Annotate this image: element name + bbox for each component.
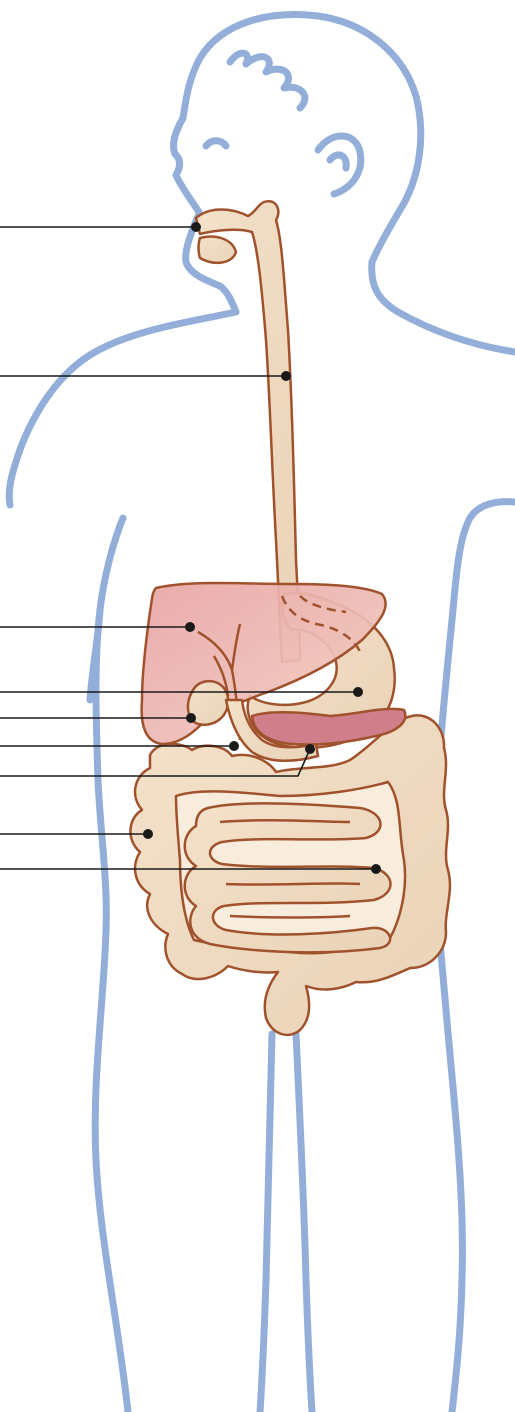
dot-small-intestine — [371, 864, 381, 874]
ear-outline — [318, 136, 361, 194]
dot-large-intestine — [143, 829, 153, 839]
shoulder-left-outline — [9, 312, 236, 505]
dot-pancreas — [305, 744, 315, 754]
dot-mouth — [191, 222, 201, 232]
hair-outline — [230, 53, 305, 108]
torso-left-outline — [95, 518, 128, 1412]
torso-right-outline — [435, 502, 515, 1412]
ear-inner-outline — [330, 155, 346, 168]
dot-liver — [185, 622, 195, 632]
leg-left-outline — [260, 1034, 272, 1412]
dot-gallbladder — [186, 713, 196, 723]
dot-duodenum — [229, 741, 239, 751]
mouth — [199, 237, 237, 263]
eye-outline — [206, 141, 226, 146]
dot-stomach — [353, 687, 363, 697]
neck-back-outline — [372, 262, 515, 352]
leg-right-outline — [296, 1034, 312, 1412]
dot-esophagus — [281, 371, 291, 381]
